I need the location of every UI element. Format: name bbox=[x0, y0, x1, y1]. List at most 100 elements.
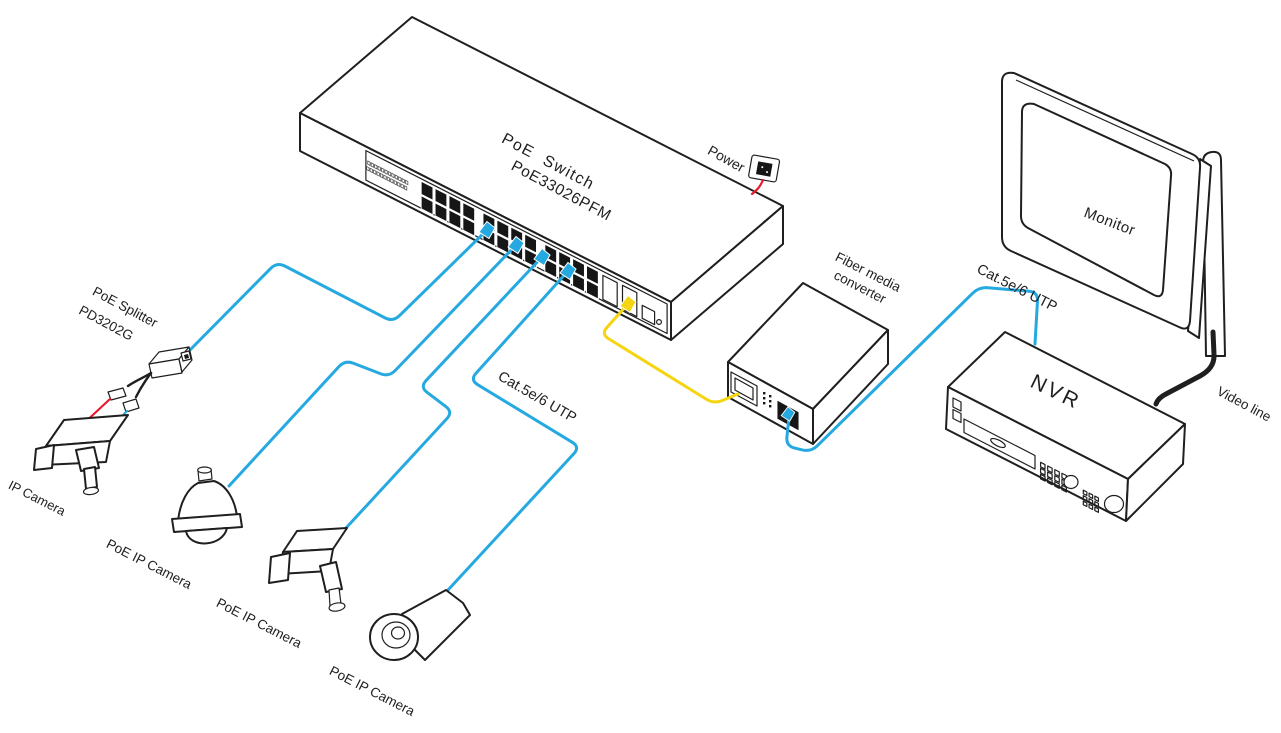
rj45-port bbox=[496, 219, 510, 240]
utp-cable-switch-to-splitter bbox=[185, 228, 489, 355]
vent-cell bbox=[1082, 500, 1088, 508]
camera1-lens bbox=[33, 444, 55, 471]
vent-cell bbox=[1082, 495, 1088, 502]
vent-cell bbox=[1061, 484, 1067, 493]
poe-switch: PoE Switch PoE33026PFM bbox=[299, 16, 784, 341]
nvr: NVR bbox=[945, 331, 1186, 522]
fiber-cable-switch-to-converter bbox=[602, 302, 740, 404]
nvr-vent-grilles bbox=[1039, 461, 1100, 513]
status-led bbox=[373, 169, 377, 176]
status-led bbox=[370, 162, 374, 168]
rj45-plug-2 bbox=[507, 235, 525, 255]
rj45-port bbox=[586, 264, 599, 286]
camera2-label: PoE IP Camera bbox=[104, 536, 195, 592]
converter-sc-fiber-port-inner bbox=[734, 377, 754, 401]
camera3-label: PoE IP Camera bbox=[214, 595, 305, 651]
status-led bbox=[397, 181, 401, 188]
status-led bbox=[393, 179, 397, 186]
rj45-plug-3 bbox=[533, 247, 551, 267]
rj45-port bbox=[524, 247, 537, 269]
monitor: Monitor bbox=[1001, 71, 1212, 339]
vent-cell bbox=[1094, 500, 1100, 508]
camera2-bell bbox=[177, 480, 238, 522]
rj45-port bbox=[434, 187, 448, 209]
rj45-port bbox=[524, 233, 537, 254]
status-led bbox=[401, 177, 405, 184]
status-led bbox=[390, 178, 394, 184]
sfp-slot-1 bbox=[602, 274, 618, 308]
vent-cell bbox=[1039, 467, 1046, 476]
camera2-knob-top bbox=[197, 466, 212, 474]
vent-cell bbox=[1047, 477, 1053, 486]
video-line-label: Video line bbox=[1215, 384, 1274, 425]
rj45-port bbox=[420, 195, 434, 216]
vent-cell bbox=[1088, 498, 1094, 505]
power-cable bbox=[750, 178, 765, 196]
vent-cell bbox=[1047, 471, 1053, 480]
status-led bbox=[391, 172, 395, 179]
rj45-plug-converter bbox=[780, 406, 796, 422]
nvr-usb-port-2 bbox=[952, 408, 962, 424]
camera3-lens bbox=[268, 552, 291, 584]
switch-right-face bbox=[670, 205, 784, 341]
rj45-port bbox=[462, 201, 476, 223]
rj45-port bbox=[448, 209, 462, 230]
utp-cable-switch-to-dome-camera bbox=[227, 243, 518, 488]
vent-cell bbox=[1094, 495, 1100, 502]
switch-front-panel bbox=[365, 150, 668, 335]
camera3-body-top bbox=[282, 527, 348, 553]
switch-led-array bbox=[366, 160, 409, 191]
camera1-label: IP Camera bbox=[6, 477, 69, 519]
status-led bbox=[379, 172, 384, 179]
utp-center-label: Cat.5e/6 UTP bbox=[495, 369, 579, 427]
vent-cell bbox=[1047, 465, 1053, 474]
camera1-bracket bbox=[75, 446, 100, 472]
splitter-rj45-socket-inner bbox=[184, 354, 189, 359]
vent-cell bbox=[1054, 469, 1060, 477]
camera1-body-top bbox=[45, 414, 129, 447]
rj45-port bbox=[586, 279, 599, 300]
camera4-lens-inner bbox=[390, 626, 406, 640]
status-led bbox=[377, 165, 381, 172]
vent-cell bbox=[1088, 492, 1094, 500]
splitter-pigtail-2 bbox=[134, 371, 153, 399]
vent-cell bbox=[1082, 489, 1088, 497]
nvr-knob-1 bbox=[1063, 474, 1079, 490]
camera4-label: PoE IP Camera bbox=[327, 663, 418, 719]
status-led bbox=[366, 165, 370, 172]
utp-cable-switch-to-bullet-camera bbox=[446, 269, 579, 592]
status-led bbox=[369, 167, 373, 174]
status-led bbox=[383, 174, 387, 181]
camera1-bracket-stem bbox=[83, 466, 98, 490]
poe-ip-camera-bullet bbox=[369, 589, 471, 661]
cables bbox=[185, 228, 1039, 592]
rj45-port bbox=[572, 272, 585, 293]
vent-cell bbox=[1039, 473, 1046, 482]
status-led bbox=[386, 176, 391, 183]
switch-reset-button bbox=[655, 319, 662, 326]
converter-led-indicators bbox=[763, 392, 772, 408]
monitor-frame-bevel-line bbox=[1015, 79, 1195, 162]
status-led bbox=[405, 179, 409, 186]
status-led bbox=[400, 183, 404, 190]
status-led bbox=[387, 170, 392, 177]
status-led bbox=[403, 185, 408, 191]
nvr-right-face bbox=[1125, 423, 1186, 522]
rj45-port bbox=[434, 202, 448, 223]
status-led bbox=[398, 176, 402, 182]
poe-ip-camera-box bbox=[268, 527, 348, 612]
camera3-bracket bbox=[319, 561, 343, 593]
monitor-screen bbox=[1020, 102, 1173, 298]
plugs bbox=[478, 220, 796, 422]
camera1-bracket-base bbox=[82, 486, 100, 496]
rj45-port bbox=[544, 258, 558, 279]
rj45-port bbox=[448, 194, 462, 216]
splitter-lan-connector bbox=[122, 398, 140, 413]
rj45-port bbox=[420, 180, 434, 201]
vent-cell bbox=[1088, 503, 1094, 511]
vent-cell bbox=[1054, 475, 1060, 483]
camera2-dome-lens bbox=[185, 527, 228, 545]
vent-cell bbox=[1054, 481, 1060, 489]
poe-ip-camera-dome bbox=[171, 466, 243, 545]
